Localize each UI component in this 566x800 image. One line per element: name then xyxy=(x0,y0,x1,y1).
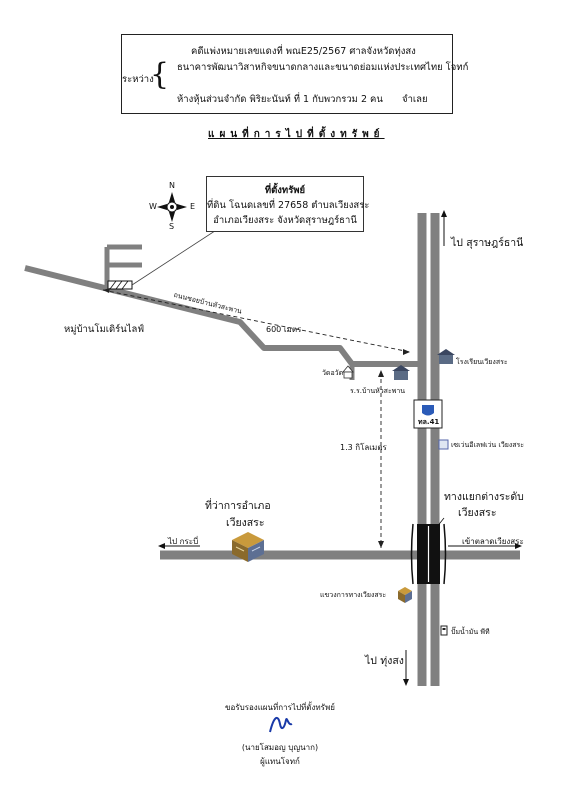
highway-number: ทล.41 xyxy=(418,418,440,426)
case-header-box xyxy=(121,34,453,114)
shield-emblem-icon xyxy=(422,405,434,416)
property-info-box: ที่ตั้งทรัพย์ ที่ดิน โฉนดเลขที่ 27658 ตำ… xyxy=(206,176,370,232)
property-deed-line: ที่ดิน โฉนดเลขที่ 27658 ตำบลเวียงสระ xyxy=(207,200,370,211)
signer-name: (นายโสมอญ บุญนาก) xyxy=(241,743,319,752)
signature-mark xyxy=(269,716,293,733)
compass-s: S xyxy=(169,222,175,231)
district-office-icon xyxy=(232,532,264,562)
village-label: หมู่บ้านโมเดิร์นไลฟ์ xyxy=(64,324,145,335)
distance-600m-label: 600 เมตร xyxy=(266,325,302,334)
junction-label-2: เวียงสระ xyxy=(458,507,497,519)
village-road xyxy=(24,265,418,367)
distance-13km-label: 1.3 กิโลเมตร xyxy=(340,443,387,452)
compass-e: E xyxy=(190,202,196,211)
temple-icon xyxy=(342,365,354,379)
store-icon xyxy=(438,439,449,450)
gas-station-icon xyxy=(440,625,448,636)
property-box-title: ที่ตั้งทรัพย์ xyxy=(264,185,306,196)
seven-eleven-label: เซเว่นอีเลฟเว่น เวียงสระ xyxy=(451,441,525,449)
compass-icon xyxy=(157,192,187,222)
property-marker xyxy=(107,280,133,290)
compass-w: W xyxy=(149,202,157,211)
map-title: แผนที่การไปที่ตั้งทรัพย์ xyxy=(208,129,385,140)
school-left-icon xyxy=(392,365,410,380)
interchange-curve-left xyxy=(410,523,414,585)
gas-station-label: ปั๊มน้ำมัน พีที xyxy=(451,628,490,636)
to-market-label: เข้าตลาดเวียงสระ xyxy=(462,537,524,546)
property-location-line: อำเภอเวียงสระ จังหวัดสุราษฎร์ธานี xyxy=(213,215,357,226)
signer-role: ผู้แทนโจทก์ xyxy=(260,757,300,766)
school-right-label: โรงเรียนเวียงสระ xyxy=(456,358,508,366)
compass-n: N xyxy=(169,181,175,190)
district-office-label-2: เวียงสระ xyxy=(226,517,265,529)
defendant-role: จำเลย xyxy=(402,94,428,105)
distance-600m-line xyxy=(102,289,411,353)
highway-office-label: แขวงการทางเวียงสระ xyxy=(320,591,387,599)
school-icon xyxy=(437,349,455,364)
certify-text: ขอรับรองแผนที่การไปที่ตั้งทรัพย์ xyxy=(225,703,335,712)
temple-label: วัดอวัด xyxy=(322,369,344,377)
defendant-line: ห้างหุ้นส่วนจำกัด พิริยะนันท์ ที่ 1 กับพ… xyxy=(177,94,383,105)
junction-label: ทางแยกต่างระดับ xyxy=(444,491,524,503)
to-krabi-label: ไป กระบี่ xyxy=(168,537,199,546)
highway-office-icon xyxy=(398,587,412,603)
to-thungsong-label: ไป ทุ่งสง xyxy=(365,655,404,667)
brace-symbol: { xyxy=(150,57,170,92)
interchange-curve-right xyxy=(443,523,447,585)
plaintiff-line: ธนาคารพัฒนาวิสาหกิจขนาดกลางและขนาดย่อมแห… xyxy=(177,62,469,73)
between-label: ระหว่าง xyxy=(122,74,154,85)
case-number-line: คดีแพ่งหมายเลขแดงที่ พณE25/2567 ศาลจังหว… xyxy=(191,46,416,57)
district-office-label: ที่ว่าการอำเภอ xyxy=(205,500,271,512)
to-surat-label: ไป สุราษฎร์ธานี xyxy=(451,237,524,249)
school-left-label: ร.ร.บ้านหัวสะพาน xyxy=(350,387,406,395)
